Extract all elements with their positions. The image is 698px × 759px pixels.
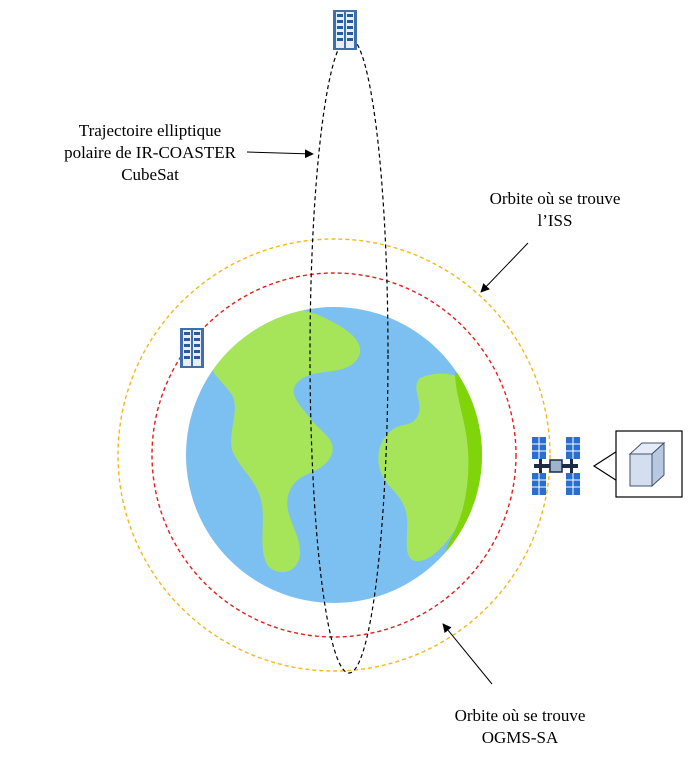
trajectory-label-line-3: CubeSat [121, 165, 179, 184]
space-station-icon [532, 437, 580, 495]
cubesat-icon [180, 328, 204, 368]
ogms-orbit [151, 272, 517, 638]
trajectory-label-line-2: polaire de IR-COASTER [64, 143, 236, 162]
iss-orbit [117, 238, 551, 672]
ogms-orbit-label-line-2: OGMS-SA [481, 728, 559, 747]
ogms-orbit-arrow [442, 623, 493, 685]
trajectory-label: Trajectoire elliptique polaire de IR-COA… [40, 120, 260, 186]
continent-africa [378, 373, 474, 562]
cubesat-icon [333, 10, 357, 50]
cube-icon [615, 430, 683, 498]
trajectory-arrow [246, 149, 314, 159]
iss-orbit-label-line-1: Orbite où se trouve [489, 189, 621, 208]
trajectory-label-line-1: Trajectoire elliptique [78, 121, 222, 140]
continent-americas [209, 309, 361, 573]
earth-icon [186, 307, 482, 603]
iss-orbit-arrow [480, 242, 529, 293]
ogms-orbit-label-line-1: Orbite où se trouve [454, 706, 586, 725]
iss-orbit-label: Orbite où se trouve l’ISS [445, 188, 665, 232]
iss-orbit-label-line-2: l’ISS [537, 211, 573, 230]
ogms-orbit-label: Orbite où se trouve OGMS-SA [410, 705, 630, 749]
